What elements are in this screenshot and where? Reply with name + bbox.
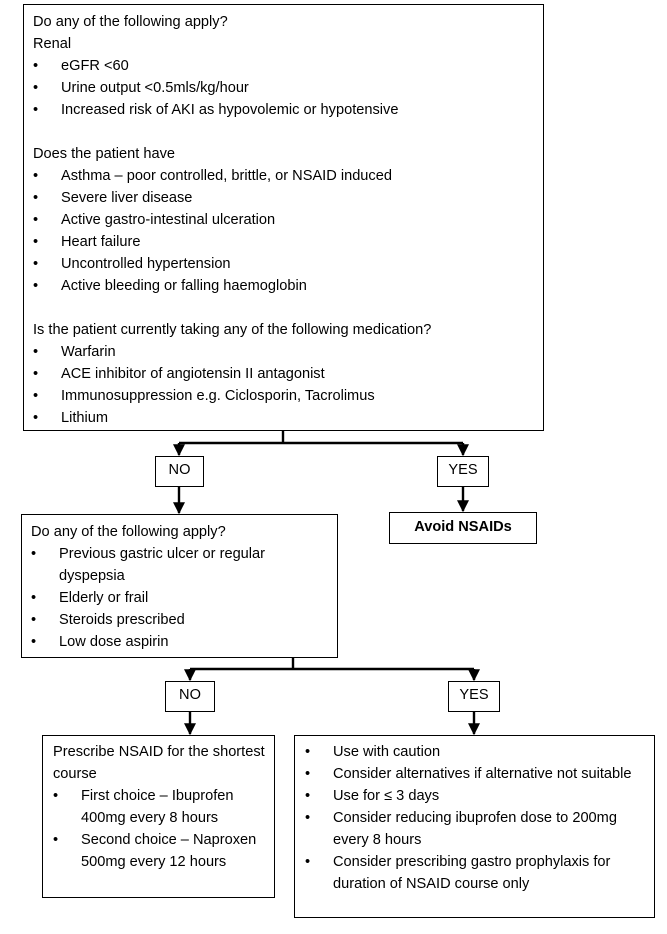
list-item: Heart failure [33, 231, 535, 253]
renal-heading: Renal [33, 36, 72, 52]
yes-label-2: YES [448, 681, 500, 712]
list-item: Severe liver disease [33, 187, 535, 209]
main-question-1: Do any of the following apply? [33, 14, 228, 30]
list-item: Uncontrolled hypertension [33, 253, 535, 275]
prescribe-list: First choice – Ibuprofen 400mg every 8 h… [53, 785, 266, 873]
list-item: Lithium [33, 407, 535, 429]
list-item: eGFR <60 [33, 55, 535, 77]
main-question-2: Does the patient have [33, 146, 175, 162]
list-item: Previous gastric ulcer or regular dyspep… [31, 543, 329, 587]
avoid-nsaids-box: Avoid NSAIDs [389, 512, 537, 544]
list-item: Use for ≤ 3 days [305, 785, 644, 807]
list-item: Steroids prescribed [31, 609, 329, 631]
list-item: ACE inhibitor of angiotensin II antagoni… [33, 363, 535, 385]
prescribe-title: Prescribe NSAID for the shortest course [53, 744, 265, 782]
main-criteria-box: Do any of the following apply? Renal eGF… [23, 4, 544, 431]
list-item: Low dose aspirin [31, 631, 329, 653]
yes-label-1: YES [437, 456, 489, 487]
list-item: Immunosuppression e.g. Ciclosporin, Tacr… [33, 385, 535, 407]
list-item: Active bleeding or falling haemoglobin [33, 275, 535, 297]
list-item: First choice – Ibuprofen 400mg every 8 h… [53, 785, 266, 829]
conditions-list: Asthma – poor controlled, brittle, or NS… [33, 165, 535, 297]
risk-factors-box: Do any of the following apply? Previous … [21, 514, 338, 658]
renal-list: eGFR <60 Urine output <0.5mls/kg/hour In… [33, 55, 535, 121]
prescribe-box: Prescribe NSAID for the shortest course … [42, 735, 275, 898]
list-item: Consider alternatives if alternative not… [305, 763, 644, 785]
main-question-3: Is the patient currently taking any of t… [33, 322, 432, 338]
caution-box: Use with caution Consider alternatives i… [294, 735, 655, 918]
medications-list: Warfarin ACE inhibitor of angiotensin II… [33, 341, 535, 429]
list-item: Consider prescribing gastro prophylaxis … [305, 851, 644, 895]
caution-list: Use with caution Consider alternatives i… [305, 741, 644, 895]
list-item: Active gastro-intestinal ulceration [33, 209, 535, 231]
list-item: Urine output <0.5mls/kg/hour [33, 77, 535, 99]
list-item: Warfarin [33, 341, 535, 363]
list-item: Asthma – poor controlled, brittle, or NS… [33, 165, 535, 187]
second-question: Do any of the following apply? [31, 524, 226, 540]
list-item: Use with caution [305, 741, 644, 763]
list-item: Consider reducing ibuprofen dose to 200m… [305, 807, 644, 851]
list-item: Second choice – Naproxen 500mg every 12 … [53, 829, 266, 873]
list-item: Elderly or frail [31, 587, 329, 609]
list-item: Increased risk of AKI as hypovolemic or … [33, 99, 535, 121]
no-label-2: NO [165, 681, 215, 712]
risk-factors-list: Previous gastric ulcer or regular dyspep… [31, 543, 329, 653]
no-label-1: NO [155, 456, 204, 487]
